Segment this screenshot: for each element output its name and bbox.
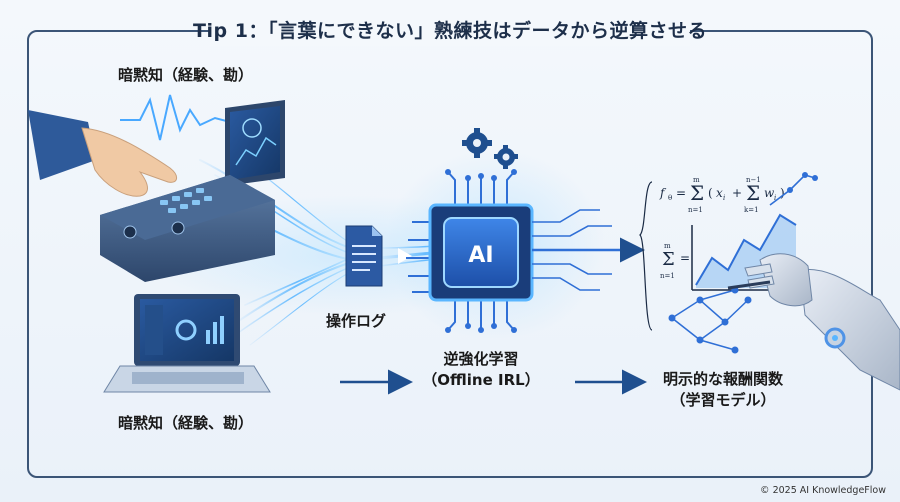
ai-chip: AI	[406, 169, 534, 333]
robot-arm	[727, 253, 900, 391]
svg-text:Σ: Σ	[746, 181, 760, 205]
gear-icon	[175, 319, 197, 341]
gears-icon	[462, 128, 518, 169]
document-icon	[345, 225, 383, 287]
svg-text:i: i	[723, 194, 725, 202]
label-reward-function: 明示的な報酬関数 （学習モデル）	[648, 368, 798, 410]
svg-text:(: (	[708, 186, 713, 200]
label-tacit-knowledge-bottom: 暗黙知（経験、勘）	[118, 414, 254, 432]
laptop	[103, 294, 271, 393]
label-tacit-knowledge-top: 暗黙知（経験、勘）	[118, 66, 254, 84]
svg-text:θ: θ	[668, 194, 672, 202]
svg-text:m: m	[693, 176, 700, 184]
svg-text:=: =	[680, 251, 690, 265]
chip-label: AI	[468, 243, 493, 268]
label-inverse-rl-line1: 逆強化学習	[443, 350, 519, 368]
pen-icon	[727, 280, 771, 290]
svg-text:x: x	[716, 186, 723, 200]
chip-output-traces	[532, 209, 645, 291]
operator-hand	[28, 110, 177, 197]
label-inverse-rl: 逆強化学習 （Offline IRL）	[418, 348, 544, 390]
label-operation-log: 操作ログ	[326, 312, 387, 330]
svg-text:Σ: Σ	[690, 181, 704, 205]
network-graph	[668, 286, 752, 354]
svg-text:w: w	[764, 186, 775, 200]
label-reward-function-line2: （学習モデル）	[670, 391, 776, 409]
title-bar: Tip 1：「言葉にできない」熟練技はデータから逆算させる	[193, 12, 706, 46]
flow-arrow-icon	[398, 248, 412, 264]
reward-function-formula: f θ = Σ m n=1 ( x i + Σ n−1 k=1 w i ) Σ …	[659, 176, 785, 280]
svg-text:=: =	[676, 186, 686, 200]
svg-text:n=1: n=1	[660, 272, 675, 280]
copyright-text: © 2025 AI KnowledgeFlow	[760, 485, 886, 496]
label-inverse-rl-line2: （Offline IRL）	[422, 371, 540, 389]
control-console	[100, 100, 285, 282]
svg-text:f: f	[659, 186, 667, 200]
svg-text:n−1: n−1	[746, 176, 761, 184]
label-reward-function-line1: 明示的な報酬関数	[662, 370, 783, 388]
brain-icon	[242, 118, 262, 138]
svg-text:Σ: Σ	[662, 249, 675, 270]
svg-text:k=1: k=1	[744, 206, 759, 214]
svg-text:m: m	[664, 242, 671, 250]
svg-text:): )	[780, 186, 785, 200]
page-title: Tip 1：「言葉にできない」熟練技はデータから逆算させる	[193, 19, 707, 42]
svg-text:+: +	[732, 186, 742, 200]
svg-text:n=1: n=1	[688, 206, 703, 214]
svg-text:i: i	[774, 194, 776, 202]
